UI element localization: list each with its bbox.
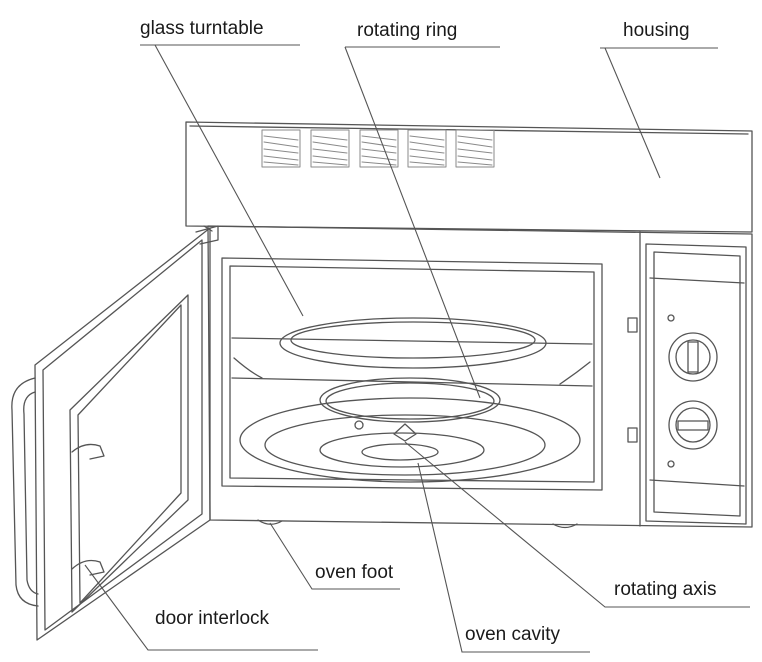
leader-oven-foot <box>269 522 400 590</box>
door-interlock-lower <box>71 559 105 576</box>
oven-cavity <box>221 257 603 491</box>
label-oven-foot: oven foot <box>315 562 394 583</box>
rotating-ring <box>319 377 501 423</box>
open-door <box>34 225 219 641</box>
leader-rotating-axis <box>404 441 750 608</box>
leader-housing <box>600 47 718 179</box>
label-glass-turntable: glass turntable <box>140 18 264 39</box>
door-latches <box>627 317 638 443</box>
housing-top-panel <box>185 121 753 233</box>
leader-door-interlock <box>84 564 318 651</box>
label-rotating-axis: rotating axis <box>614 579 717 600</box>
label-housing: housing <box>623 20 690 41</box>
timer-knob <box>668 332 718 382</box>
door-interlock-upper <box>71 443 105 460</box>
vent-grilles <box>261 129 495 168</box>
leader-glass-turntable <box>140 44 304 317</box>
oven-feet <box>257 519 578 529</box>
glass-turntable <box>279 317 547 369</box>
label-rotating-ring: rotating ring <box>357 20 458 41</box>
leader-lines <box>84 44 750 653</box>
control-panel <box>645 243 747 525</box>
rotating-axis <box>354 420 417 442</box>
leader-rotating-ring <box>344 46 500 399</box>
oven-front-frame <box>207 225 753 528</box>
label-door-interlock: door interlock <box>155 608 270 629</box>
leader-oven-cavity <box>417 462 590 653</box>
door-handle <box>11 377 39 607</box>
label-oven-cavity: oven cavity <box>465 624 561 645</box>
power-knob <box>668 400 718 450</box>
